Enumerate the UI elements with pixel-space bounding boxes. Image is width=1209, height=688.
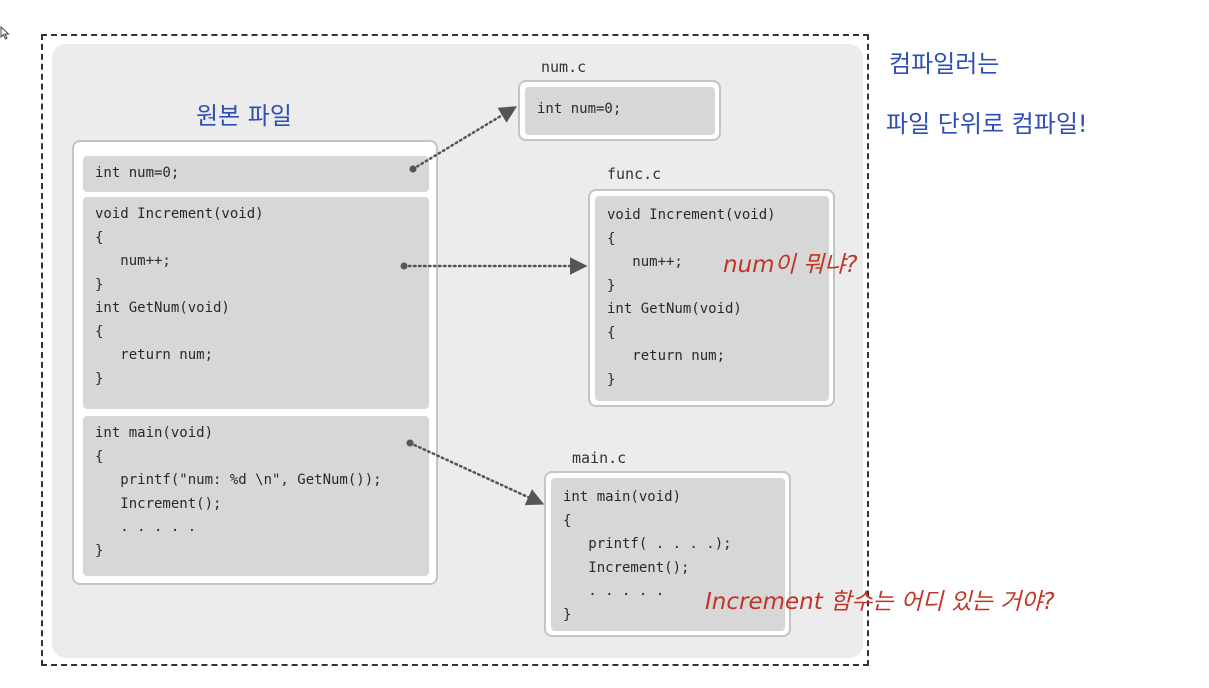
func-c-code: void Increment(void) { num++; } int GetN…	[595, 196, 829, 401]
num-c-panel: int num=0;	[518, 80, 721, 141]
main-c-filename: main.c	[572, 449, 627, 467]
main-c-panel: int main(void) { printf( . . . .); Incre…	[544, 471, 791, 637]
arrow-to-main-c	[406, 439, 545, 506]
func-c-panel: void Increment(void) { num++; } int GetN…	[588, 189, 835, 407]
func-c-filename: func.c	[607, 165, 662, 183]
mouse-cursor-icon	[0, 26, 10, 40]
original-functions-block: void Increment(void) { num++; } int GetN…	[83, 197, 429, 409]
arrow-to-num-c	[409, 106, 517, 173]
original-main-block: int main(void) { printf("num: %d \n", Ge…	[83, 416, 429, 576]
note-num-question: num이 뭐냐?	[723, 252, 858, 278]
diagram-frame	[41, 34, 869, 666]
note-compiler-line2: 파일 단위로 컴파일!	[886, 110, 1088, 138]
main-c-code: int main(void) { printf( . . . .); Incre…	[551, 478, 785, 631]
original-file-title: 원본 파일	[196, 102, 292, 130]
num-c-filename: num.c	[541, 58, 587, 76]
arrow-to-func-c	[400, 257, 588, 275]
note-increment-question: Increment 함수는 어디 있는 거야?	[705, 589, 1055, 615]
note-compiler-line1: 컴파일러는	[889, 50, 1000, 78]
num-c-code: int num=0;	[525, 87, 715, 135]
original-file-panel: int num=0; void Increment(void) { num++;…	[72, 140, 438, 585]
original-global-var-block: int num=0;	[83, 156, 429, 192]
